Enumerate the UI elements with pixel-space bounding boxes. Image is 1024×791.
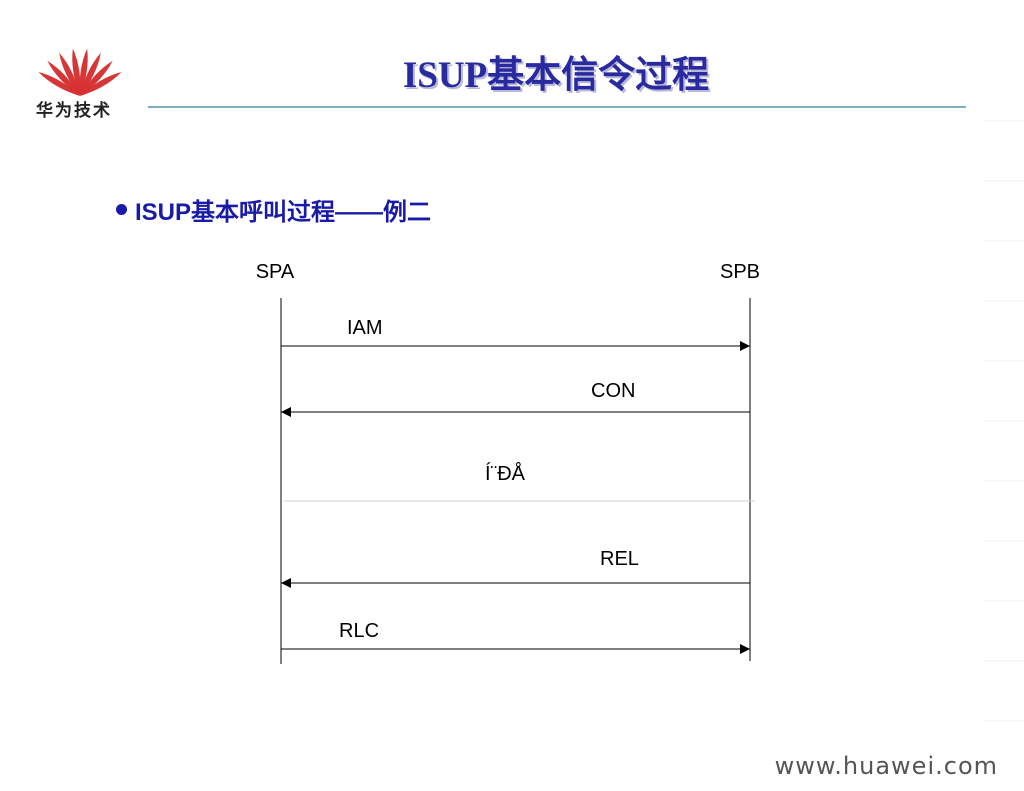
logo-petal <box>79 48 88 96</box>
message-label-iam: IAM <box>347 317 383 339</box>
logo-petal <box>59 52 80 96</box>
node-label-spa: SPA <box>256 261 295 283</box>
message-label-conversation: Í¨ĐÅ <box>485 462 526 485</box>
page-title: ISUP基本信令过程 <box>402 55 710 96</box>
footer-url: www.huawei.com <box>774 752 998 780</box>
logo-petal <box>80 72 122 96</box>
logo-petal <box>80 60 113 96</box>
background-watermark <box>984 120 1024 740</box>
logo-petal <box>38 72 80 96</box>
title-divider <box>148 106 966 108</box>
message-label-rel: REL <box>600 548 639 570</box>
huawei-logo-icon <box>38 48 122 96</box>
message-label-rlc: RLC <box>339 620 379 642</box>
logo-petal <box>47 60 80 96</box>
bullet-item: ISUP基本呼叫过程——例二 <box>116 192 431 227</box>
logo-petal <box>80 52 101 96</box>
bullet-text: ISUP基本呼叫过程——例二 <box>135 199 432 226</box>
node-label-spb: SPB <box>720 261 760 283</box>
logo-petal <box>72 48 81 96</box>
logo-text: 华为技术 <box>36 101 112 121</box>
bullet-dot-icon <box>116 204 127 215</box>
message-label-con: CON <box>591 380 635 402</box>
